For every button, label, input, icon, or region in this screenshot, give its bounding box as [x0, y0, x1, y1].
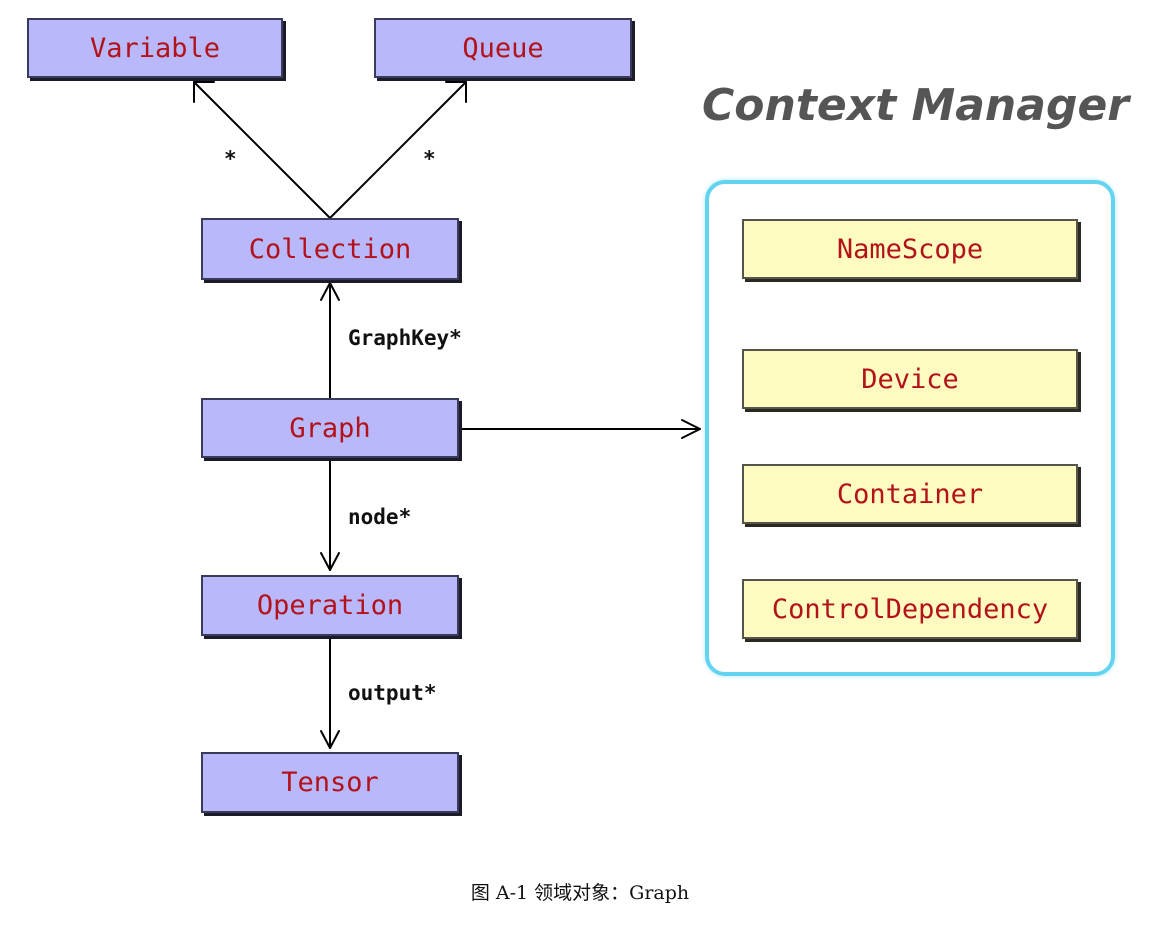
node-variable: Variable [27, 18, 283, 78]
context-item-container: Container [742, 464, 1078, 524]
node-tensor: Tensor [201, 752, 459, 813]
node-collection: Collection [201, 218, 459, 280]
node-queue: Queue [374, 18, 632, 78]
node-queue-label: Queue [462, 32, 544, 64]
arrowhead-queue [445, 81, 467, 103]
context-item-device: Device [742, 349, 1078, 409]
arrowhead-operation [320, 552, 340, 571]
node-variable-label: Variable [89, 32, 221, 64]
node-graph-label: Graph [289, 412, 371, 444]
context-item-controldependency-label: ControlDependency [771, 593, 1049, 625]
context-manager-title: Context Manager [702, 80, 1129, 131]
edge-collection-variable [193, 81, 331, 219]
context-item-container-label: Container [836, 478, 984, 510]
context-item-namescope: NameScope [742, 219, 1078, 279]
arrowhead-variable [193, 81, 215, 103]
edge-label-queue: * [423, 147, 436, 171]
arrowhead-collection [320, 282, 340, 301]
arrowhead-context [681, 419, 701, 439]
node-operation: Operation [201, 575, 459, 636]
context-item-namescope-label: NameScope [836, 233, 984, 265]
context-item-controldependency: ControlDependency [742, 579, 1078, 639]
edge-label-variable: * [224, 147, 237, 171]
figure-caption: 图 A-1 领域对象：Graph [470, 882, 690, 904]
node-operation-label: Operation [256, 590, 404, 621]
edge-label-graphkey: GraphKey* [348, 326, 462, 350]
edge-label-output: output* [348, 681, 437, 705]
context-item-device-label: Device [861, 363, 959, 395]
edge-collection-queue [329, 81, 467, 219]
context-manager-frame [705, 180, 1115, 676]
arrowhead-tensor [320, 730, 340, 749]
edge-label-node: node* [348, 505, 412, 529]
node-graph: Graph [201, 398, 459, 458]
node-collection-label: Collection [248, 233, 412, 265]
node-tensor-label: Tensor [281, 767, 379, 798]
